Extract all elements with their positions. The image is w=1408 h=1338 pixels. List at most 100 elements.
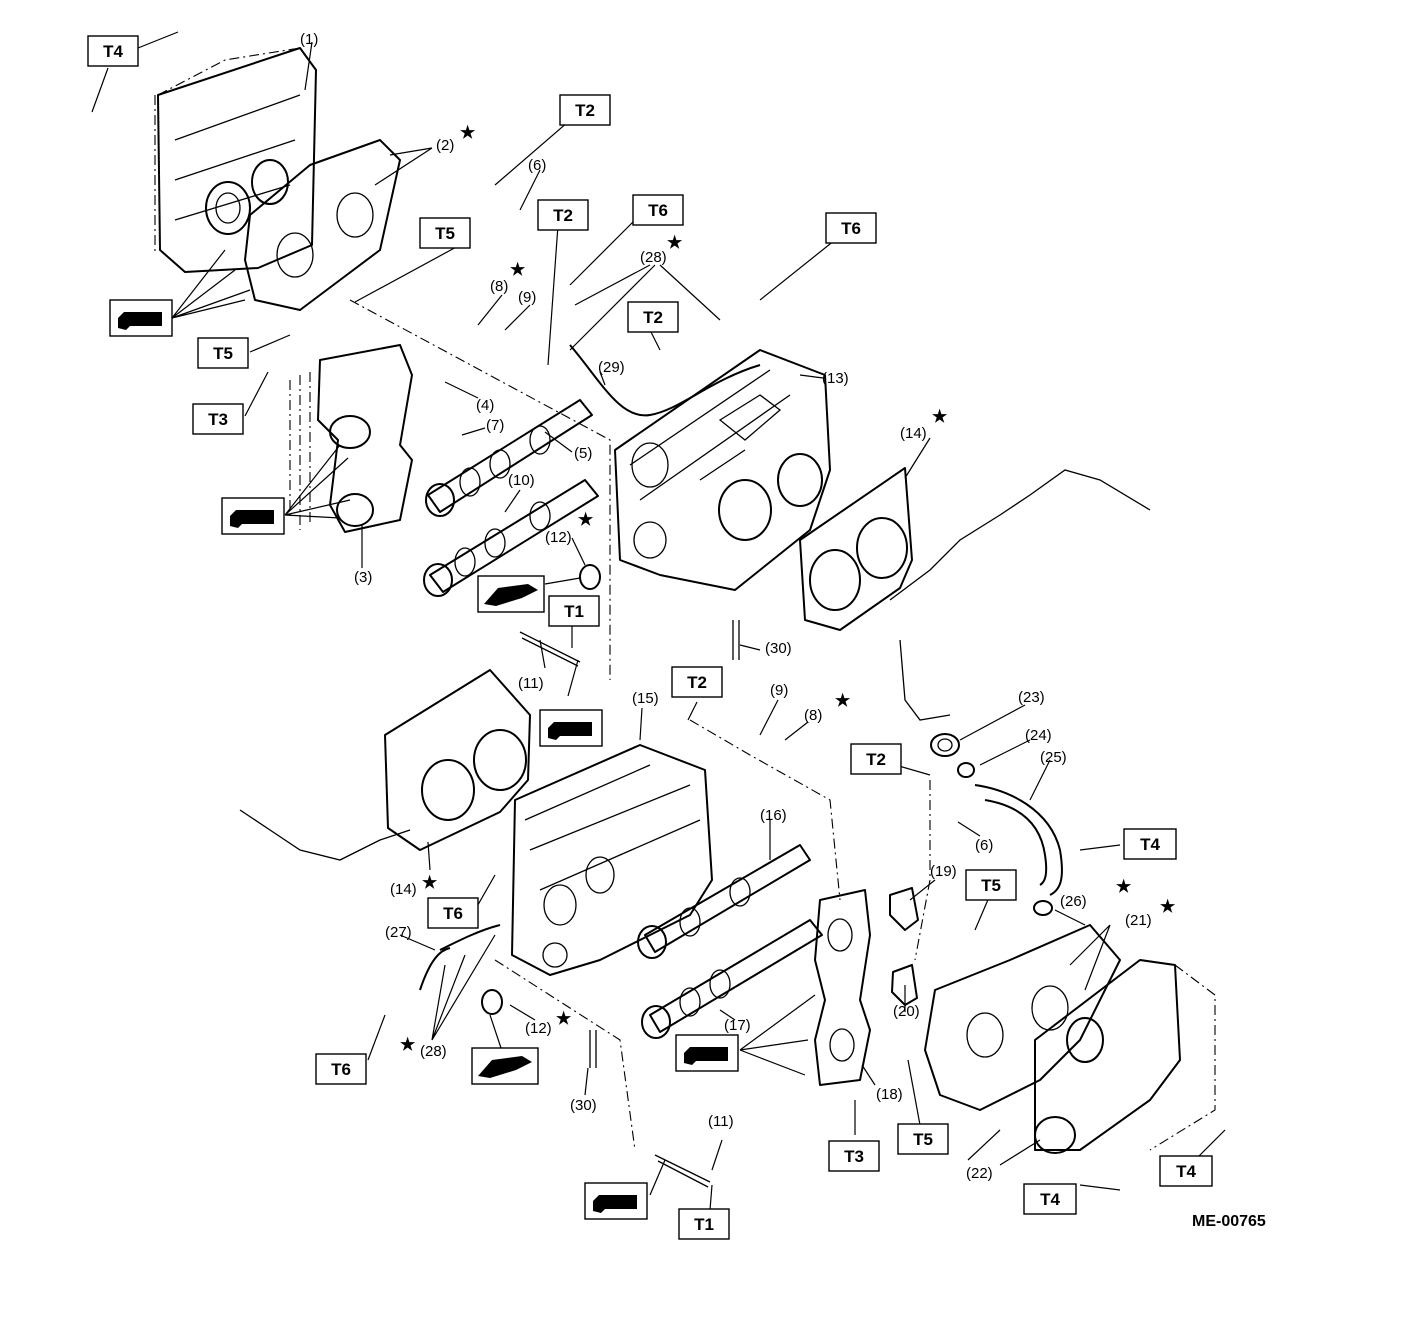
bolt-11-upper (519, 631, 581, 667)
cylinder-head-15 (511, 744, 713, 976)
diagram-code: ME-00765 (1192, 1213, 1266, 1230)
clip-19 (889, 887, 919, 931)
callout-4: (4) (476, 397, 494, 414)
callout-8: (8) (490, 278, 508, 295)
torque-label-t2-3: T2 (627, 301, 679, 333)
callout-19: (19) (930, 863, 957, 880)
svg-text:T5: T5 (213, 344, 233, 363)
camshaft-cover-left (154, 47, 317, 273)
grease-can-icon (221, 497, 285, 535)
svg-text:T5: T5 (913, 1130, 933, 1149)
pipe-29 (569, 344, 761, 417)
bolt-11-lower (654, 1154, 711, 1188)
head-gasket-upper (799, 467, 913, 631)
svg-text:T3: T3 (844, 1147, 864, 1166)
callout-17: (17) (724, 1017, 751, 1034)
callout-7: (7) (486, 417, 504, 434)
alignment-line-3 (494, 959, 636, 1151)
torque-label-t6-1: T6 (632, 194, 684, 226)
callout-3: (3) (354, 569, 372, 586)
svg-text:T1: T1 (564, 602, 584, 621)
torque-label-t1-1: T1 (548, 595, 600, 627)
callout-15: (15) (632, 690, 659, 707)
callout-20: (20) (893, 1003, 920, 1020)
torque-label-t4-topleft: T4 (87, 35, 139, 67)
replace-star-icon: ★ (400, 1035, 416, 1054)
wiring-harness-lower (239, 809, 411, 861)
cylinder-head-13 (614, 349, 831, 591)
wiring-harness-upper (889, 469, 1151, 721)
camshaft-17 (641, 919, 823, 1039)
callout-28-lower: (28) (420, 1043, 447, 1060)
svg-text:T6: T6 (841, 219, 861, 238)
callout-12-upper: (12) (545, 529, 572, 546)
callout-9: (9) (518, 289, 536, 306)
oring-24 (957, 762, 975, 778)
callout-28: (28) (640, 249, 667, 266)
callout-2: (2) (436, 137, 454, 154)
camshaft-10 (423, 479, 599, 597)
grease-can-icon (539, 709, 603, 747)
oil-seal-12-upper (579, 564, 601, 590)
torque-label-t2-4: T2 (671, 666, 723, 698)
callout-6-lower: (6) (975, 837, 993, 854)
alignment-line-1 (349, 299, 611, 680)
gasket-right (924, 924, 1121, 1111)
callout-10: (10) (508, 472, 535, 489)
oring-26 (1033, 900, 1053, 916)
torque-label-t1-2: T1 (678, 1208, 730, 1240)
svg-text:T6: T6 (331, 1060, 351, 1079)
svg-text:T3: T3 (208, 410, 228, 429)
svg-text:T6: T6 (648, 201, 668, 220)
svg-text:T1: T1 (694, 1215, 714, 1234)
svg-text:T4: T4 (1040, 1190, 1060, 1209)
torque-label-t2-5: T2 (850, 743, 902, 775)
torque-label-t2-top: T2 (559, 94, 611, 126)
callout-6: (6) (528, 157, 546, 174)
head-gasket-lower (384, 669, 531, 851)
callout-14-upper: (14) (900, 425, 927, 442)
grease-can-icon (675, 1034, 739, 1072)
oil-seal-12-lower (481, 989, 503, 1015)
svg-text:T2: T2 (866, 750, 886, 769)
svg-text:T4: T4 (1140, 835, 1160, 854)
callout-13: (13) (822, 370, 849, 387)
replace-star-icon: ★ (460, 123, 476, 142)
replace-star-icon: ★ (1116, 877, 1132, 896)
replace-star-icon: ★ (932, 407, 948, 426)
callout-1: (1) (300, 31, 318, 48)
engine-oil-icon (477, 575, 545, 613)
camshaft-support-right (814, 889, 871, 1086)
callout-5: (5) (574, 445, 592, 462)
torque-label-t6-2: T6 (825, 212, 877, 244)
replace-star-icon: ★ (835, 691, 851, 710)
svg-text:T2: T2 (553, 206, 573, 225)
torque-label-t3-2: T3 (828, 1140, 880, 1172)
svg-text:T5: T5 (435, 224, 455, 243)
camshaft-16 (637, 844, 811, 959)
callout-23: (23) (1018, 689, 1045, 706)
svg-text:T2: T2 (643, 308, 663, 327)
svg-text:T6: T6 (443, 904, 463, 923)
callout-16: (16) (760, 807, 787, 824)
callout-30-upper: (30) (765, 640, 792, 657)
torque-label-t5-3: T5 (965, 869, 1017, 901)
replace-star-icon: ★ (1160, 897, 1176, 916)
camshaft-cover-right (1034, 959, 1216, 1154)
gasket-left (244, 139, 401, 311)
callout-25: (25) (1040, 749, 1067, 766)
torque-label-t4-bottom: T4 (1023, 1183, 1077, 1215)
callout-29: (29) (598, 359, 625, 376)
alignment-line-4 (914, 780, 931, 961)
torque-label-t6-3: T6 (427, 897, 479, 929)
torque-label-t3-1: T3 (192, 403, 244, 435)
pipe-25 (974, 784, 1063, 896)
camshaft-support-left (289, 344, 413, 533)
svg-text:T2: T2 (575, 101, 595, 120)
flange-23 (930, 733, 960, 757)
torque-label-t5-2: T5 (197, 337, 249, 369)
callout-27: (27) (385, 924, 412, 941)
svg-text:T4: T4 (103, 42, 123, 61)
grease-can-icon (584, 1182, 648, 1220)
